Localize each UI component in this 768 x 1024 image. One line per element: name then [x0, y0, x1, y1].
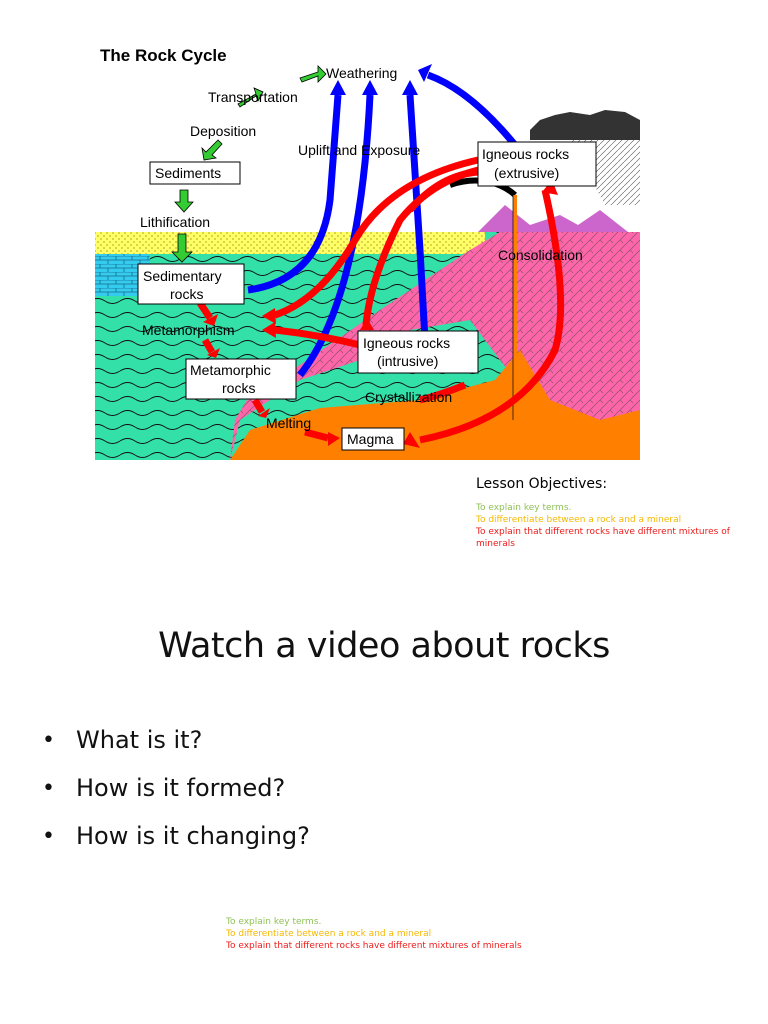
bullet-dot-icon: • — [42, 775, 55, 801]
label-igneous-extrusive-1: Igneous rocks — [482, 146, 569, 162]
magma-region — [230, 350, 640, 460]
green-arrows — [171, 65, 327, 263]
label-consolidation: Consolidation — [498, 247, 583, 263]
label-sediments: Sediments — [155, 165, 221, 181]
label-crystallization: Crystallization — [365, 389, 452, 405]
label-melting: Melting — [266, 415, 311, 431]
footer-objectives: To explain key terms. To differentiate b… — [226, 916, 522, 952]
bullet-text: How is it changing? — [76, 822, 310, 850]
label-igneous-intrusive-2: (intrusive) — [377, 353, 438, 369]
label-igneous-extrusive-2: (extrusive) — [494, 165, 559, 181]
objective-2: To differentiate between a rock and a mi… — [476, 515, 682, 525]
bullet-item: • How is it changing? — [42, 812, 310, 860]
lesson-objectives-heading: Lesson Objectives: — [476, 476, 608, 492]
footer-objective-1: To explain key terms. — [226, 917, 322, 927]
bullet-item: • How is it formed? — [42, 764, 310, 812]
footer-objective-3: To explain that different rocks have dif… — [226, 941, 522, 951]
label-transportation: Transportation — [208, 89, 298, 105]
label-metamorphism: Metamorphism — [142, 322, 235, 338]
bullet-item: • What is it? — [42, 716, 310, 764]
lesson-objectives: Lesson Objectives: To explain key terms.… — [476, 476, 736, 550]
diagram-title: The Rock Cycle — [100, 46, 227, 65]
label-igneous-intrusive-1: Igneous rocks — [363, 335, 450, 351]
bullet-text: How is it formed? — [76, 774, 286, 802]
bullet-text: What is it? — [76, 726, 203, 754]
label-sedimentary-rocks-1: Sedimentary — [143, 268, 222, 284]
objective-1: To explain key terms. — [476, 503, 572, 513]
uplift-arrows — [247, 71, 518, 378]
label-uplift: Uplift and Exposure — [298, 142, 420, 158]
label-lithification: Lithification — [140, 214, 210, 230]
slide-title: Watch a video about rocks — [158, 626, 610, 666]
label-metamorphic-rocks-2: rocks — [222, 380, 255, 396]
bullet-dot-icon: • — [42, 727, 55, 753]
label-sedimentary-rocks-2: rocks — [170, 286, 203, 302]
bullet-list: • What is it? • How is it formed? • How is … — [42, 716, 310, 860]
red-arrows — [197, 156, 565, 444]
label-metamorphic-rocks-1: Metamorphic — [190, 362, 271, 378]
label-weathering: Weathering — [326, 65, 397, 81]
footer-objective-2: To differentiate between a rock and a mi… — [226, 929, 432, 939]
label-magma: Magma — [347, 431, 394, 447]
label-deposition: Deposition — [190, 123, 256, 139]
sand-layer — [95, 232, 485, 254]
rock-cycle-diagram: The Rock Cycle Weathering Transportation… — [95, 46, 640, 460]
objective-3: To explain that different rocks have dif… — [476, 527, 730, 549]
bullet-dot-icon: • — [42, 823, 55, 849]
